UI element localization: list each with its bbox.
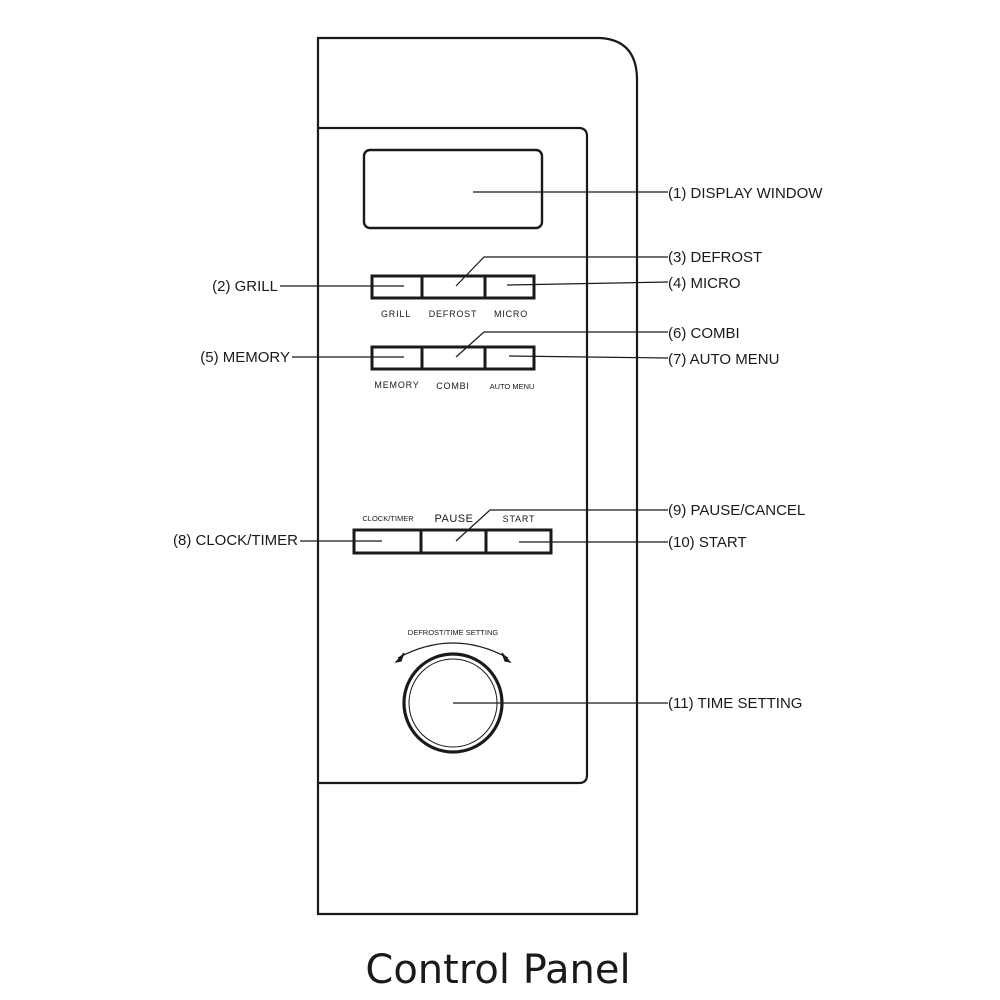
- combi-button[interactable]: [420, 345, 487, 371]
- callout-clock-timer: (8) CLOCK/TIMER: [173, 532, 298, 549]
- time-setting-dial-group: DEFROST/TIME SETTING: [394, 628, 512, 754]
- button-row-2: MEMORY COMBI AUTO MENU: [370, 345, 536, 391]
- defrost-button[interactable]: [420, 274, 487, 300]
- micro-button[interactable]: [483, 274, 536, 300]
- micro-button-label: MICRO: [494, 309, 528, 319]
- grill-button-label: GRILL: [381, 309, 411, 319]
- defrost-button-label: DEFROST: [429, 309, 478, 319]
- button-row-3: CLOCK/TIMER PAUSE START: [352, 513, 553, 555]
- combi-button-label: COMBI: [436, 381, 470, 391]
- callout-micro: (4) MICRO: [668, 275, 741, 292]
- diagram-caption: Control Panel: [365, 947, 630, 993]
- callout-start: (10) START: [668, 534, 747, 551]
- pause-button-label: PAUSE: [435, 513, 474, 525]
- callout-auto-menu: (7) AUTO MENU: [668, 351, 779, 368]
- memory-button[interactable]: [370, 345, 424, 371]
- callout-defrost: (3) DEFROST: [668, 249, 762, 266]
- auto-menu-button[interactable]: [483, 345, 536, 371]
- callout-combi: (6) COMBI: [668, 325, 740, 342]
- callout-time-setting: (11) TIME SETTING: [668, 695, 802, 712]
- display-window: [362, 148, 544, 230]
- callout-grill: (2) GRILL: [212, 278, 278, 295]
- button-row-1: GRILL DEFROST MICRO: [370, 274, 536, 319]
- start-button-label: START: [503, 514, 536, 524]
- rotation-arrowhead-left: [394, 652, 405, 663]
- clock-timer-button-label: CLOCK/TIMER: [362, 514, 414, 523]
- memory-button-label: MEMORY: [374, 380, 419, 390]
- callout-pause-cancel: (9) PAUSE/CANCEL: [668, 502, 805, 519]
- rotation-arrow: [397, 642, 509, 659]
- callout-labels: (1) DISPLAY WINDOW (2) GRILL (3) DEFROST…: [173, 185, 823, 712]
- panel-inner-frame: [318, 126, 589, 785]
- callout-display-window: (1) DISPLAY WINDOW: [668, 185, 823, 202]
- leader-lines: [280, 191, 669, 704]
- grill-button[interactable]: [370, 274, 424, 300]
- pause-button[interactable]: [419, 528, 488, 555]
- rotation-arrowhead-right: [501, 652, 512, 663]
- dial-label: DEFROST/TIME SETTING: [408, 628, 499, 637]
- auto-menu-button-label: AUTO MENU: [490, 382, 535, 391]
- panel-outer-frame: [316, 36, 639, 916]
- callout-memory: (5) MEMORY: [200, 349, 290, 366]
